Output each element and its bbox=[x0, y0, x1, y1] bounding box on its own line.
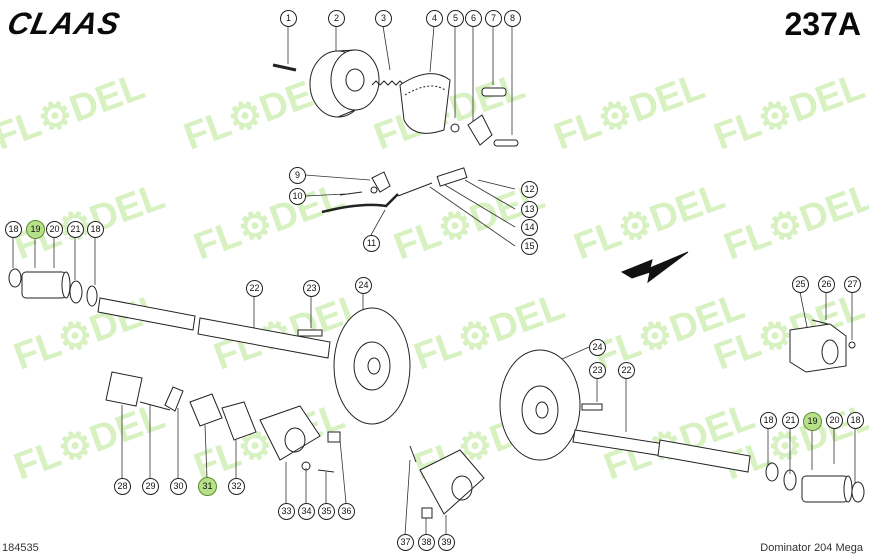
callout-13[interactable]: 13 bbox=[521, 201, 538, 218]
callout-18-right-2[interactable]: 18 bbox=[847, 412, 864, 429]
spring-3 bbox=[371, 80, 405, 86]
sleeve-19-left bbox=[21, 271, 71, 299]
ring-21-left bbox=[69, 280, 83, 304]
callout-5[interactable]: 5 bbox=[447, 10, 464, 27]
disc-24-left bbox=[333, 307, 411, 425]
callout-21-left[interactable]: 21 bbox=[67, 221, 84, 238]
callout-19-right[interactable]: 19 bbox=[803, 412, 822, 431]
callout-15[interactable]: 15 bbox=[521, 238, 538, 255]
callout-28[interactable]: 28 bbox=[114, 478, 131, 495]
callout-6[interactable]: 6 bbox=[465, 10, 482, 27]
callout-19-left[interactable]: 19 bbox=[26, 220, 45, 239]
callout-18-left[interactable]: 18 bbox=[5, 221, 22, 238]
brand-logo: CLAAS bbox=[4, 6, 124, 41]
model-name: Dominator 204 Mega bbox=[760, 542, 863, 554]
brake-shoe-4 bbox=[399, 73, 451, 134]
ring-21-right bbox=[783, 469, 797, 491]
disc-24-right bbox=[499, 349, 581, 461]
callout-39[interactable]: 39 bbox=[438, 534, 455, 551]
callout-24-left[interactable]: 24 bbox=[355, 277, 372, 294]
callout-18-left-2[interactable]: 18 bbox=[87, 221, 104, 238]
doc-code: 184535 bbox=[2, 542, 39, 554]
ring-18-left-2 bbox=[86, 285, 98, 307]
callout-8[interactable]: 8 bbox=[504, 10, 521, 27]
pin-8 bbox=[493, 139, 519, 147]
callout-38[interactable]: 38 bbox=[418, 534, 435, 551]
spring-30 bbox=[164, 386, 184, 412]
pin-7 bbox=[481, 87, 507, 97]
bolt-36 bbox=[327, 431, 341, 443]
callout-36[interactable]: 36 bbox=[338, 503, 355, 520]
callout-7[interactable]: 7 bbox=[485, 10, 502, 27]
callout-22-left[interactable]: 22 bbox=[246, 280, 263, 297]
callout-2[interactable]: 2 bbox=[328, 10, 345, 27]
key-23-left bbox=[297, 329, 323, 337]
callout-21-right[interactable]: 21 bbox=[782, 412, 799, 429]
callout-33[interactable]: 33 bbox=[278, 503, 295, 520]
shaft-22-right bbox=[572, 429, 751, 473]
callout-31[interactable]: 31 bbox=[198, 477, 217, 496]
ring-18-right bbox=[765, 462, 779, 482]
callout-9[interactable]: 9 bbox=[289, 167, 306, 184]
callout-29[interactable]: 29 bbox=[142, 478, 159, 495]
callout-22-right[interactable]: 22 bbox=[618, 362, 635, 379]
link-13 bbox=[436, 167, 468, 187]
caliper-39 bbox=[419, 449, 485, 515]
shaft-22-left bbox=[97, 297, 331, 359]
callout-25[interactable]: 25 bbox=[792, 276, 809, 293]
callout-1[interactable]: 1 bbox=[280, 10, 297, 27]
leader-lines bbox=[12, 25, 856, 536]
ring-5 bbox=[450, 123, 460, 133]
nut-27 bbox=[848, 341, 856, 349]
callout-27[interactable]: 27 bbox=[844, 276, 861, 293]
key-23-right bbox=[581, 403, 603, 411]
housing-25 bbox=[789, 323, 847, 373]
callout-23-left[interactable]: 23 bbox=[303, 280, 320, 297]
bolt-37 bbox=[409, 445, 417, 463]
brake-drum-2 bbox=[309, 49, 380, 118]
callout-18-right[interactable]: 18 bbox=[760, 412, 777, 429]
cable-11 bbox=[321, 193, 399, 214]
page-number: 237A bbox=[784, 6, 862, 42]
pin-1 bbox=[272, 63, 297, 72]
bolt-26 bbox=[811, 319, 829, 325]
ring-18-right-2 bbox=[851, 481, 865, 503]
pad-32 bbox=[221, 401, 257, 441]
bolt-38 bbox=[421, 507, 433, 519]
callout-12[interactable]: 12 bbox=[521, 181, 538, 198]
callout-30[interactable]: 30 bbox=[170, 478, 187, 495]
callout-20-right[interactable]: 20 bbox=[826, 412, 843, 429]
pin-29 bbox=[139, 401, 171, 411]
lever-6 bbox=[467, 114, 493, 146]
callout-37[interactable]: 37 bbox=[397, 534, 414, 551]
callout-11[interactable]: 11 bbox=[363, 235, 380, 252]
direction-arrow bbox=[620, 251, 689, 284]
callout-26[interactable]: 26 bbox=[818, 276, 835, 293]
callout-10[interactable]: 10 bbox=[289, 188, 306, 205]
sleeve-19-right bbox=[801, 475, 853, 503]
pad-31 bbox=[189, 393, 223, 427]
callout-20-left[interactable]: 20 bbox=[46, 221, 63, 238]
callout-23-right[interactable]: 23 bbox=[589, 362, 606, 379]
bolt-10 bbox=[339, 186, 378, 196]
callout-14[interactable]: 14 bbox=[521, 219, 538, 236]
bracket-9 bbox=[371, 171, 391, 193]
washer-34 bbox=[301, 461, 311, 471]
callout-4[interactable]: 4 bbox=[426, 10, 443, 27]
callout-24-right[interactable]: 24 bbox=[589, 339, 606, 356]
callout-35[interactable]: 35 bbox=[318, 503, 335, 520]
screw-35 bbox=[317, 469, 335, 473]
caliper-33 bbox=[259, 405, 321, 461]
rod-14-15 bbox=[397, 182, 433, 197]
callout-32[interactable]: 32 bbox=[228, 478, 245, 495]
callout-34[interactable]: 34 bbox=[298, 503, 315, 520]
ring-18-left bbox=[8, 268, 22, 288]
callout-3[interactable]: 3 bbox=[375, 10, 392, 27]
plate-28 bbox=[105, 371, 143, 407]
